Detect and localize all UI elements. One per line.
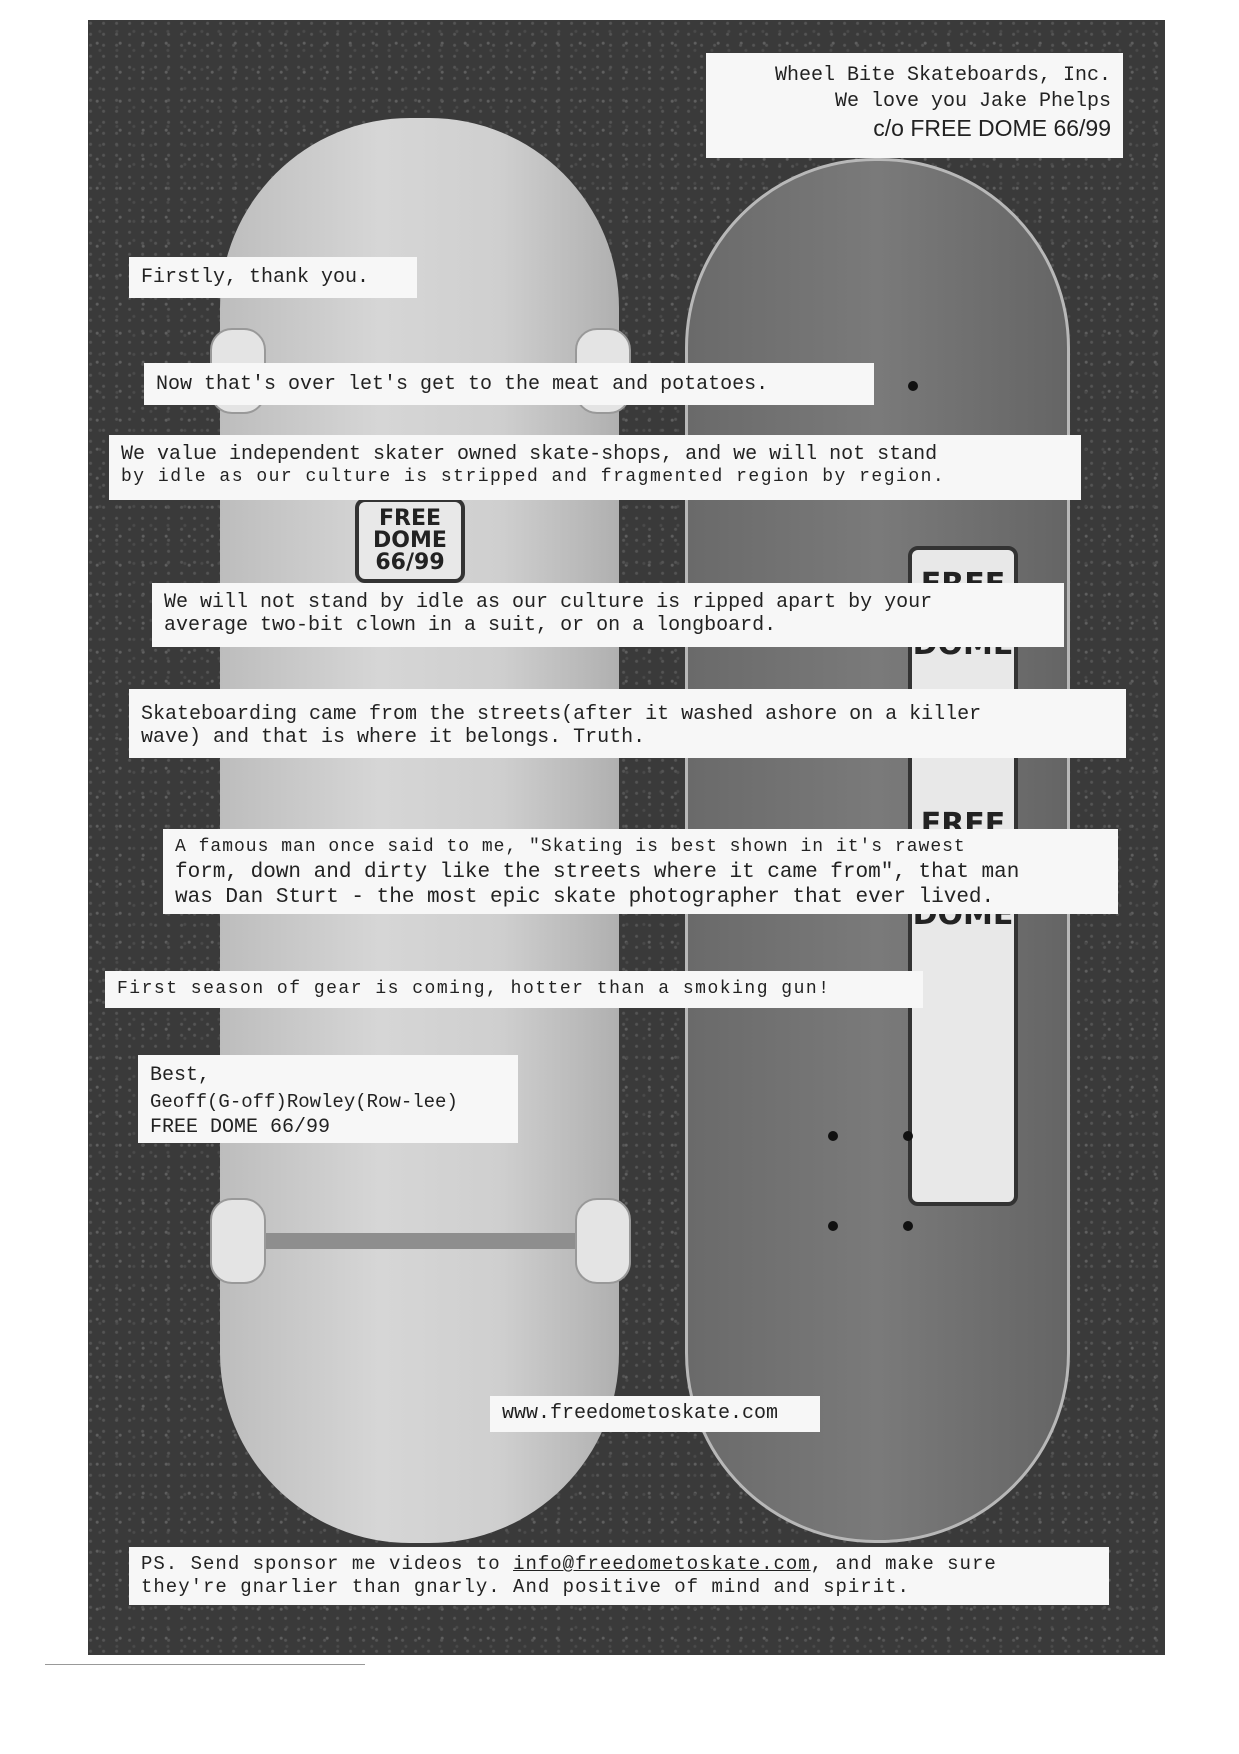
paragraph-skate-shops: We value independent skater owned skate-… (109, 435, 1081, 500)
text-line: We will not stand by idle as our culture… (164, 591, 933, 614)
postscript: PS. Send sponsor me videos to info@freed… (129, 1547, 1109, 1605)
page-edge-line (45, 1664, 365, 1665)
bolt-hole (903, 1131, 913, 1141)
website-strip: www.freedometoskate.com (490, 1396, 820, 1432)
bolt-hole (828, 1131, 838, 1141)
signoff-block: Best, Geoff(G-off)Rowley(Row-lee) FREE D… (138, 1055, 518, 1143)
wheel (210, 1198, 266, 1284)
address-header: Wheel Bite Skateboards, Inc. We love you… (706, 53, 1123, 158)
signoff-name: Geoff(G-off)Rowley(Row-lee) (150, 1091, 458, 1113)
text-line: A famous man once said to me, "Skating i… (175, 837, 966, 857)
ps-text-line2: they're gnarlier than gnarly. And positi… (141, 1576, 910, 1598)
bolt-hole (903, 1221, 913, 1231)
text-line: We value independent skater owned skate-… (121, 443, 938, 466)
text-line: wave) and that is where it belongs. Trut… (141, 726, 646, 749)
paragraph-culture: We will not stand by idle as our culture… (152, 583, 1064, 647)
truck-bottom (230, 1233, 610, 1249)
email-link[interactable]: info@freedometoskate.com (513, 1553, 811, 1575)
text-line: was Dan Sturt - the most epic skate phot… (175, 886, 995, 909)
bolt-hole (828, 1221, 838, 1231)
paragraph-streets: Skateboarding came from the streets(afte… (129, 689, 1126, 758)
paragraph-meat-potatoes: Now that's over let's get to the meat an… (144, 363, 874, 405)
header-dedication: We love you Jake Phelps (834, 90, 1111, 113)
text-line: Skateboarding came from the streets(afte… (141, 703, 982, 726)
ps-text: PS. Send sponsor me videos to (141, 1553, 514, 1575)
ps-text: , and make sure (810, 1553, 997, 1575)
header-company: Wheel Bite Skateboards, Inc. (774, 64, 1111, 87)
text-line: form, down and dirty like the streets wh… (175, 861, 1020, 884)
header-care-of: c/o FREE DOME 66/99 (873, 115, 1111, 141)
website-link[interactable]: www.freedometoskate.com (502, 1402, 779, 1425)
paragraph-first-season: First season of gear is coming, hotter t… (105, 971, 923, 1008)
wheel (575, 1198, 631, 1284)
signoff-brand: FREE DOME 66/99 (150, 1116, 331, 1139)
bolt-hole (908, 381, 918, 391)
text-line: by idle as our culture is stripped and f… (121, 467, 946, 487)
text-line: average two-bit clown in a suit, or on a… (164, 614, 777, 637)
paragraph-thanks: Firstly, thank you. (129, 257, 417, 298)
signoff-greeting: Best, (150, 1064, 211, 1087)
paragraph-dan-sturt-quote: A famous man once said to me, "Skating i… (163, 829, 1118, 914)
